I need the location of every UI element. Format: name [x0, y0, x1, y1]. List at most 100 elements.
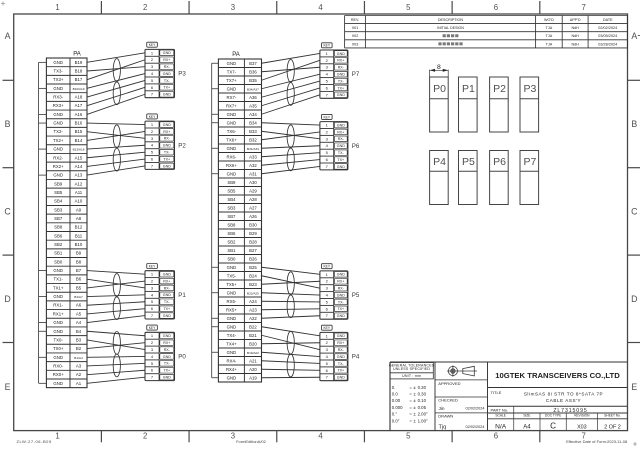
- svg-text:A6: A6: [76, 303, 82, 308]
- svg-text:B17: B17: [75, 77, 83, 82]
- svg-text:GND: GND: [53, 147, 63, 152]
- svg-text:02/02/2024: 02/02/2024: [465, 425, 484, 429]
- svg-text:03/28/2024: 03/28/2024: [598, 42, 617, 46]
- svg-text:Jin: Jin: [439, 406, 445, 411]
- svg-text:SB1: SB1: [227, 248, 236, 253]
- svg-text:B35: B35: [249, 78, 257, 83]
- svg-text:GND: GND: [163, 355, 171, 359]
- svg-text:GND: GND: [53, 121, 63, 126]
- svg-text:WO'D: WO'D: [544, 18, 554, 22]
- svg-text:SB1: SB1: [54, 251, 63, 256]
- svg-text:=: =: [409, 418, 412, 423]
- svg-text:B29: B29: [249, 231, 257, 236]
- svg-text:RX+: RX+: [163, 279, 170, 283]
- svg-text:RX-: RX-: [338, 348, 345, 352]
- svg-text:A20: A20: [249, 367, 257, 372]
- svg-text:RX3-: RX3-: [53, 95, 63, 100]
- svg-text:UNIT : mm: UNIT : mm: [402, 374, 421, 378]
- svg-text:TX+: TX+: [337, 158, 344, 162]
- svg-text:1: 1: [151, 272, 154, 277]
- svg-text:=: =: [409, 385, 412, 390]
- svg-text:6: 6: [494, 3, 498, 12]
- svg-text:P4: P4: [433, 156, 446, 168]
- svg-text:7: 7: [326, 313, 329, 318]
- svg-text:A24: A24: [249, 299, 257, 304]
- svg-text:SB4: SB4: [227, 197, 236, 202]
- svg-text:GND: GND: [337, 314, 345, 318]
- svg-text:TX5-: TX5-: [227, 273, 237, 278]
- svg-text:B16: B16: [75, 121, 83, 126]
- svg-text:6: 6: [151, 306, 154, 311]
- svg-text:8: 8: [437, 64, 441, 71]
- svg-text:4: 4: [326, 143, 329, 148]
- svg-text:2: 2: [143, 431, 147, 440]
- svg-text:2: 2: [326, 129, 329, 134]
- svg-text:0.10: 0.10: [418, 398, 427, 403]
- svg-text:Effective Date of Form:2023-11: Effective Date of Form:2023-11-08: [566, 439, 628, 444]
- svg-text:KEY: KEY: [323, 115, 330, 119]
- svg-text:TX3+: TX3+: [53, 77, 64, 82]
- svg-text:TJA: TJA: [546, 42, 553, 46]
- svg-text:±: ±: [413, 385, 416, 390]
- svg-text:A18: A18: [75, 95, 83, 100]
- svg-text:C: C: [4, 207, 11, 217]
- svg-text:TX1+: TX1+: [53, 285, 64, 290]
- svg-text:C: C: [550, 421, 556, 430]
- svg-text:B10: B10: [75, 242, 83, 247]
- svg-text:NdH: NdH: [571, 34, 579, 38]
- svg-text:A11: A11: [75, 190, 83, 195]
- svg-text:4: 4: [151, 292, 154, 297]
- svg-text:3: 3: [326, 286, 329, 291]
- svg-text:SB8: SB8: [227, 222, 236, 227]
- svg-text:1: 1: [55, 3, 59, 12]
- svg-text:A13: A13: [75, 173, 83, 178]
- svg-text:A19: A19: [249, 375, 257, 380]
- svg-text:RX5-: RX5-: [227, 299, 237, 304]
- svg-text:2: 2: [143, 3, 147, 12]
- svg-text:B12: B12: [75, 225, 83, 230]
- svg-text:P1: P1: [178, 292, 186, 299]
- svg-text:B31/A34: B31/A34: [247, 147, 259, 151]
- svg-text:6: 6: [151, 368, 154, 373]
- svg-text:B7: B7: [76, 268, 82, 273]
- svg-text:TX+: TX+: [163, 307, 170, 311]
- svg-text:6: 6: [326, 306, 329, 311]
- svg-text:02/02/2024: 02/02/2024: [598, 26, 617, 30]
- svg-text:TX1-: TX1-: [54, 277, 64, 282]
- svg-text:RX+: RX+: [163, 130, 170, 134]
- svg-text:DOC TYPE: DOC TYPE: [545, 414, 561, 418]
- svg-text:C: C: [631, 207, 638, 217]
- svg-text:GND: GND: [227, 290, 237, 295]
- svg-text:GND: GND: [227, 316, 237, 321]
- svg-text:GND: GND: [163, 314, 171, 318]
- svg-text:KEY: KEY: [323, 326, 330, 330]
- svg-text:±: ±: [413, 398, 416, 403]
- svg-text:TX-: TX-: [338, 79, 345, 83]
- svg-text:A29: A29: [249, 188, 257, 193]
- svg-text:A34: A34: [249, 112, 257, 117]
- svg-text:5: 5: [151, 150, 154, 155]
- svg-text:5: 5: [326, 78, 329, 83]
- svg-text:B32: B32: [249, 137, 257, 142]
- svg-text:P7: P7: [523, 156, 536, 168]
- svg-text:RX0+: RX0+: [53, 372, 64, 377]
- svg-text:GND: GND: [337, 123, 345, 127]
- svg-text:GND: GND: [163, 144, 171, 148]
- svg-text:RX-: RX-: [164, 348, 171, 352]
- svg-text:B9: B9: [76, 251, 82, 256]
- svg-text:A32: A32: [249, 163, 257, 168]
- svg-text:GND: GND: [227, 324, 237, 329]
- svg-text:3: 3: [326, 65, 329, 70]
- svg-text:4: 4: [326, 72, 329, 77]
- svg-text:A5: A5: [76, 311, 82, 316]
- svg-text:RX-: RX-: [338, 137, 345, 141]
- svg-text:ZLW-27-06-B05: ZLW-27-06-B05: [17, 439, 52, 444]
- svg-text:P4: P4: [352, 354, 360, 361]
- svg-text:ZL7315095: ZL7315095: [553, 408, 587, 414]
- svg-text:6: 6: [494, 431, 498, 440]
- svg-text:B19/A22: B19/A22: [247, 351, 259, 355]
- svg-text:TX2+: TX2+: [53, 138, 64, 143]
- svg-text:4: 4: [151, 71, 154, 76]
- svg-text:TX+: TX+: [163, 86, 170, 90]
- svg-text:1: 1: [326, 51, 329, 56]
